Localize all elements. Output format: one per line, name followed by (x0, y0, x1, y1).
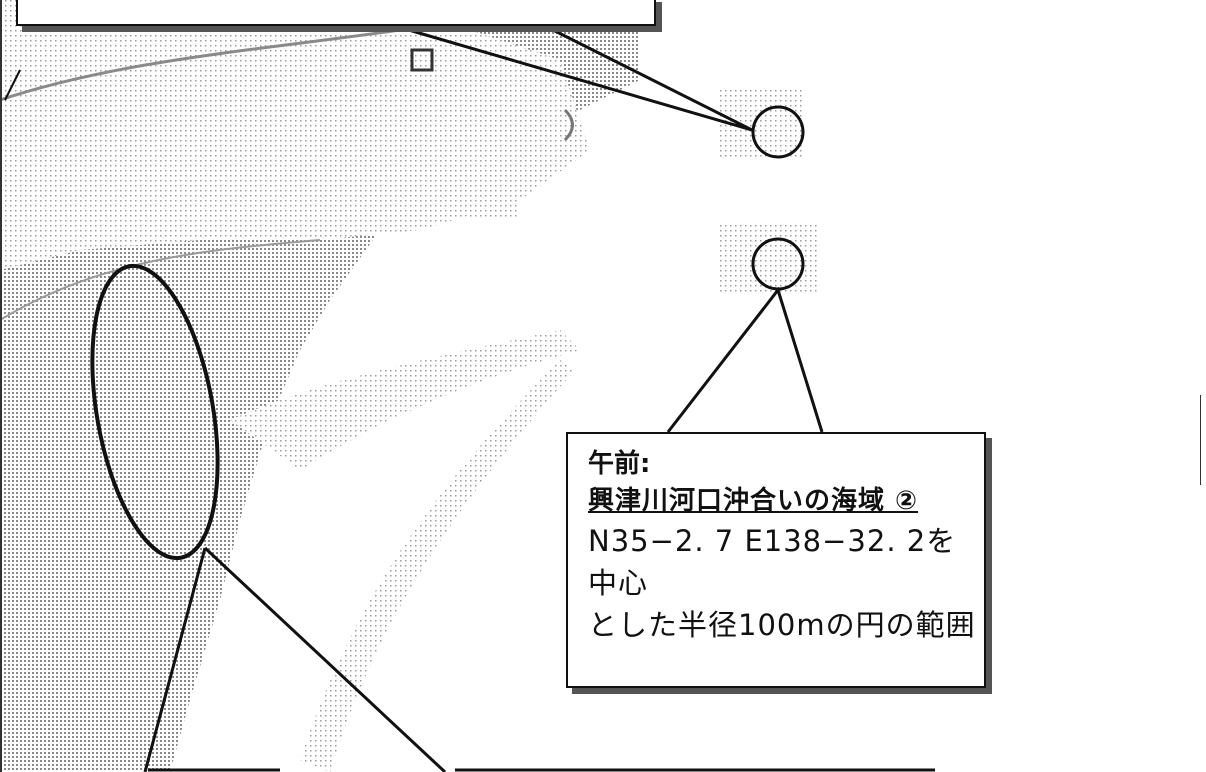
top-callout-box (16, 0, 656, 26)
land-area-upper (0, 0, 590, 270)
dotted-spot-2 (720, 222, 820, 292)
right-edge-mark (1200, 395, 1206, 485)
shore-line-2 (0, 239, 321, 321)
main-callout-box: 午前: 興津川河口沖合いの海域 ② N35−2. 7 E138−32. 2を中心… (566, 432, 986, 688)
ellipse-pointer-right (203, 546, 447, 772)
callout-coordinates: N35−2. 7 E138−32. 2を中心 (588, 524, 957, 600)
area-circle-upper (751, 105, 805, 159)
bracket-mark (563, 108, 574, 142)
callout-heading: 午前: (588, 449, 651, 479)
callout-description: とした半径100mの円の範囲 (588, 608, 976, 642)
main-callout-pointer (666, 286, 824, 433)
ellipse-pointer-left (143, 547, 207, 772)
coastal-band (230, 330, 580, 470)
dotted-spot-3 (470, 190, 520, 220)
callout-area-name: 興津川河口沖合いの海域 ② (588, 486, 919, 516)
area-ellipse (90, 263, 220, 561)
left-edge-line (4, 69, 21, 101)
landmark-square-icon (410, 48, 434, 72)
coastal-band-2 (300, 360, 575, 772)
shore-line (0, 28, 401, 102)
